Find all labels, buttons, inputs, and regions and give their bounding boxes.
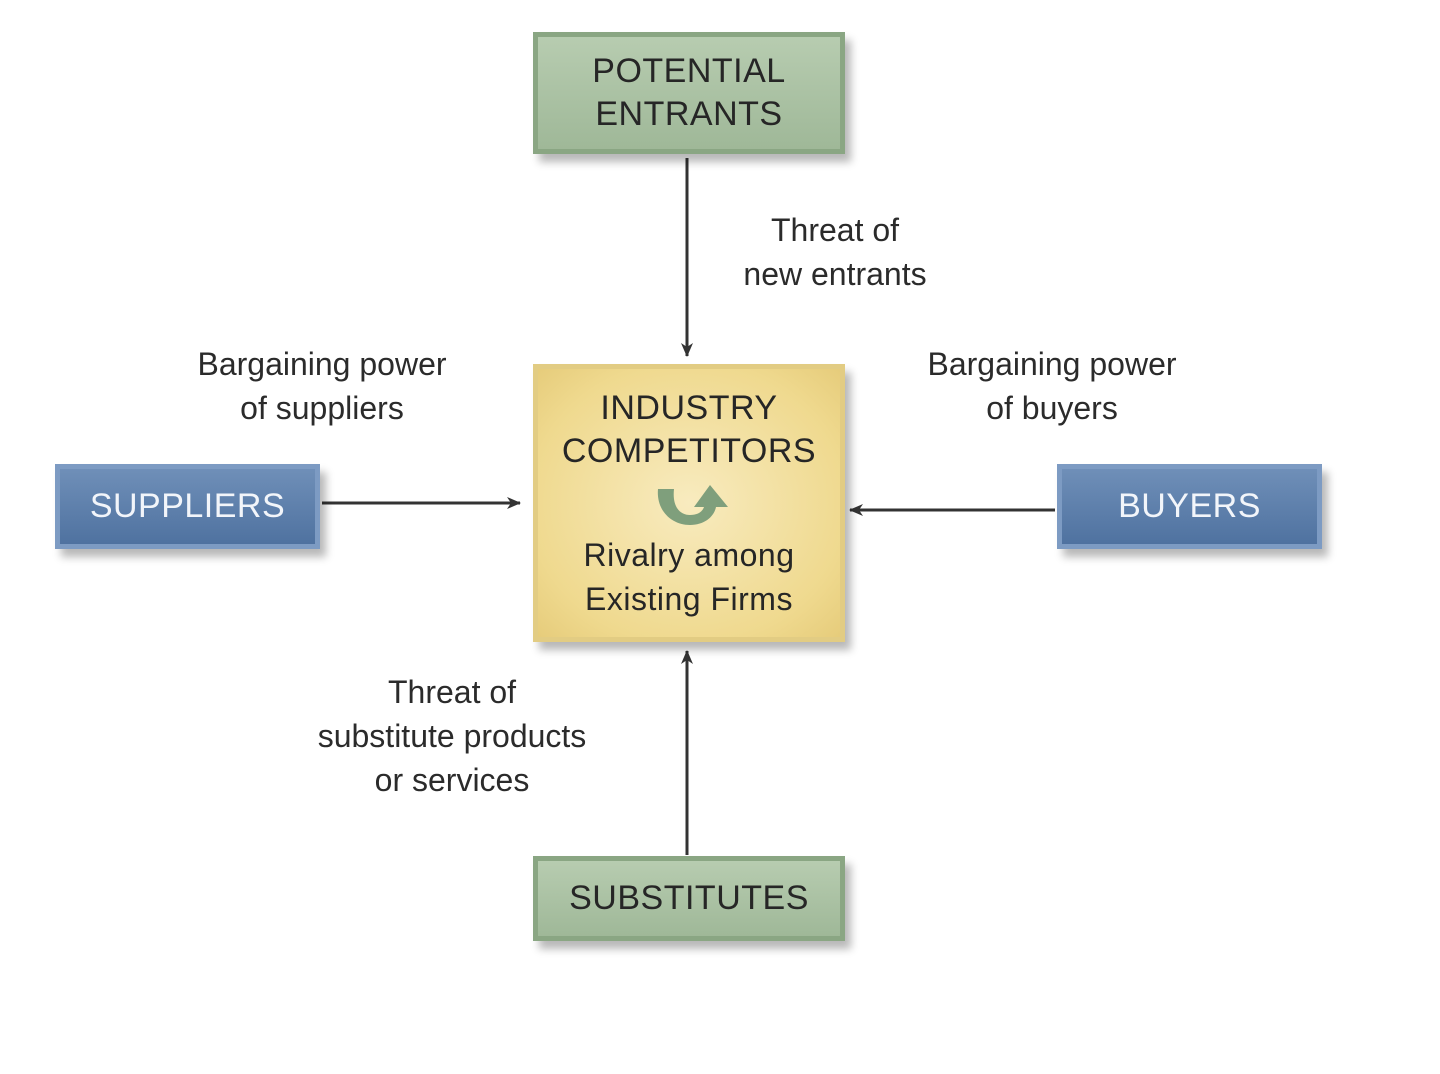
rivalry-label-line2: Existing Firms xyxy=(585,581,793,617)
circular-arrow-icon xyxy=(657,485,728,525)
industry-competitors-label-line1: INDUSTRY xyxy=(600,389,778,427)
bargaining-power-of-buyers-label: Bargaining power of buyers xyxy=(902,342,1202,430)
industry-competitors-label-line2: COMPETITORS xyxy=(561,432,817,470)
substitutes-label: SUBSTITUTES xyxy=(569,879,809,917)
substitutes-threat-line3: or services xyxy=(374,762,530,798)
buyers-label: BUYERS xyxy=(1118,487,1261,525)
substitutes-box: SUBSTITUTES xyxy=(533,856,845,941)
potential-entrants-box: POTENTIAL ENTRANTS xyxy=(533,32,845,154)
rivalry-label-line1: Rivalry among xyxy=(583,537,795,573)
suppliers-power-line1: Bargaining power xyxy=(197,346,447,382)
potential-entrants-label-line2: ENTRANTS xyxy=(595,95,783,133)
bargaining-power-of-suppliers-label: Bargaining power of suppliers xyxy=(172,342,472,430)
suppliers-box: SUPPLIERS xyxy=(55,464,320,549)
suppliers-label: SUPPLIERS xyxy=(89,487,286,525)
buyers-power-line1: Bargaining power xyxy=(927,346,1177,382)
substitutes-threat-line1: Threat of xyxy=(387,674,517,710)
buyers-power-line2: of buyers xyxy=(986,390,1118,426)
substitutes-threat-line2: substitute products xyxy=(317,718,587,754)
threat-of-new-entrants-label: Threat of new entrants xyxy=(715,208,955,296)
industry-competitors-box: INDUSTRY COMPETITORS Rivalry among Exist… xyxy=(533,364,845,642)
new-entrants-line1: Threat of xyxy=(770,212,900,248)
new-entrants-line2: new entrants xyxy=(743,256,927,292)
buyers-box: BUYERS xyxy=(1057,464,1322,549)
threat-of-substitutes-label: Threat of substitute products or service… xyxy=(292,670,612,802)
suppliers-power-line2: of suppliers xyxy=(240,390,404,426)
potential-entrants-label-line1: POTENTIAL xyxy=(592,52,786,90)
